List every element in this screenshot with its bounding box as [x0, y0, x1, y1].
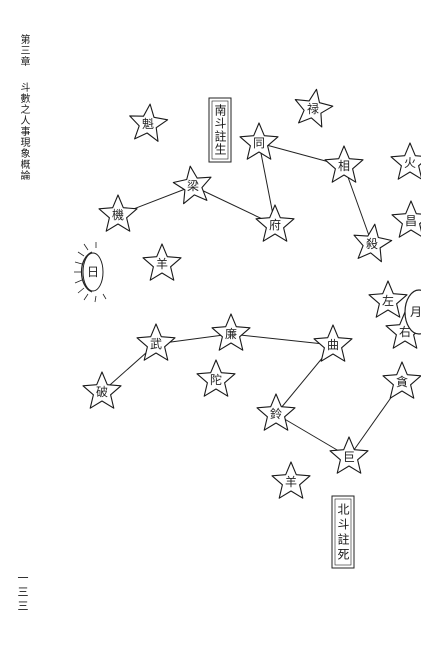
south-star-s10: 火 [390, 142, 421, 180]
star-label: 羊 [156, 256, 168, 271]
star-shape [255, 204, 295, 242]
south-star-s9: 羊 [142, 243, 182, 281]
star-label: 武 [150, 337, 162, 351]
south-star-s3: 相 [324, 145, 364, 183]
link-n3-n4 [230, 333, 334, 346]
star-label: 殺 [366, 237, 378, 251]
star-label: 府 [269, 217, 281, 232]
sun-label: 日 [87, 265, 99, 279]
sun-icon: 日 [74, 242, 107, 303]
star-label: 廉 [225, 326, 237, 341]
star-label: 昌 [405, 214, 417, 228]
north-star-n1: 破 [82, 371, 122, 409]
star-shape [382, 361, 421, 399]
star-shape [98, 194, 138, 232]
star-shape [390, 142, 421, 180]
star-label: 左 [382, 293, 394, 308]
north-box [331, 495, 355, 569]
star-shape [294, 88, 334, 128]
link-s3-s4 [343, 165, 373, 245]
north-star-n5: 陀 [196, 359, 236, 397]
star-shape [172, 165, 212, 205]
north-star-n4: 曲 [313, 324, 353, 362]
south-star-s4: 殺 [353, 223, 393, 263]
star-shape [129, 103, 169, 142]
star-shape [353, 223, 393, 263]
star-label: 右 [399, 324, 411, 339]
star-shape [239, 122, 279, 160]
north-star-n8: 羊 [271, 461, 311, 499]
star-label: 機 [112, 207, 124, 222]
south-box [208, 97, 232, 163]
star-label: 貪 [396, 374, 408, 389]
star-shape [136, 323, 176, 361]
star-label: 禄 [307, 101, 319, 116]
star-shape [82, 371, 122, 409]
star-shape [211, 313, 251, 351]
star-label: 陀 [210, 372, 222, 387]
star-shape [391, 200, 421, 238]
north-dipper-box-label: 北斗註死 [336, 503, 350, 563]
star-shape [368, 280, 408, 318]
north-star-n6: 鈴 [256, 393, 296, 431]
south-star-s5: 府 [255, 204, 295, 242]
star-label: 火 [404, 156, 416, 170]
page-number: 一三三 [16, 572, 29, 614]
star-shape [324, 145, 364, 183]
north-star-n2: 武 [136, 323, 176, 361]
constellation-lines [101, 142, 403, 458]
moon-icon: 月 [404, 289, 421, 335]
star-shape [196, 359, 236, 397]
moon-label: 月 [410, 305, 421, 319]
chapter-heading: 第三章 [18, 34, 29, 67]
north-star-n9: 貪 [382, 361, 421, 399]
south-star-s2: 同 [239, 122, 279, 160]
south-star-s1: 禄 [294, 88, 334, 128]
star-shape [256, 393, 296, 431]
north-star-n7: 巨 [329, 436, 369, 474]
south-star-s11: 昌 [391, 200, 421, 238]
star-label: 同 [253, 136, 265, 150]
star-shape [329, 436, 369, 474]
south-dipper-box-label: 南斗註生 [213, 104, 227, 156]
south-star-s8: 魁 [129, 103, 169, 142]
star-label: 破 [96, 384, 108, 399]
star-label: 曲 [327, 338, 339, 352]
star-label: 魁 [142, 116, 154, 131]
star-label: 羊 [285, 474, 297, 489]
north-star-n10: 左 [368, 280, 408, 318]
chapter-subject: 斗數之人事現象概論 [18, 82, 29, 181]
star-shape [313, 324, 353, 362]
star-label: 巨 [343, 450, 355, 464]
star-label: 相 [338, 159, 350, 173]
star-shape [271, 461, 311, 499]
north-star-n3: 廉 [211, 313, 251, 351]
south-star-s6: 梁 [172, 165, 212, 205]
star-shape [142, 243, 182, 281]
star-label: 梁 [187, 178, 199, 193]
star-label: 鈴 [270, 406, 282, 421]
south-star-s7: 機 [98, 194, 138, 232]
